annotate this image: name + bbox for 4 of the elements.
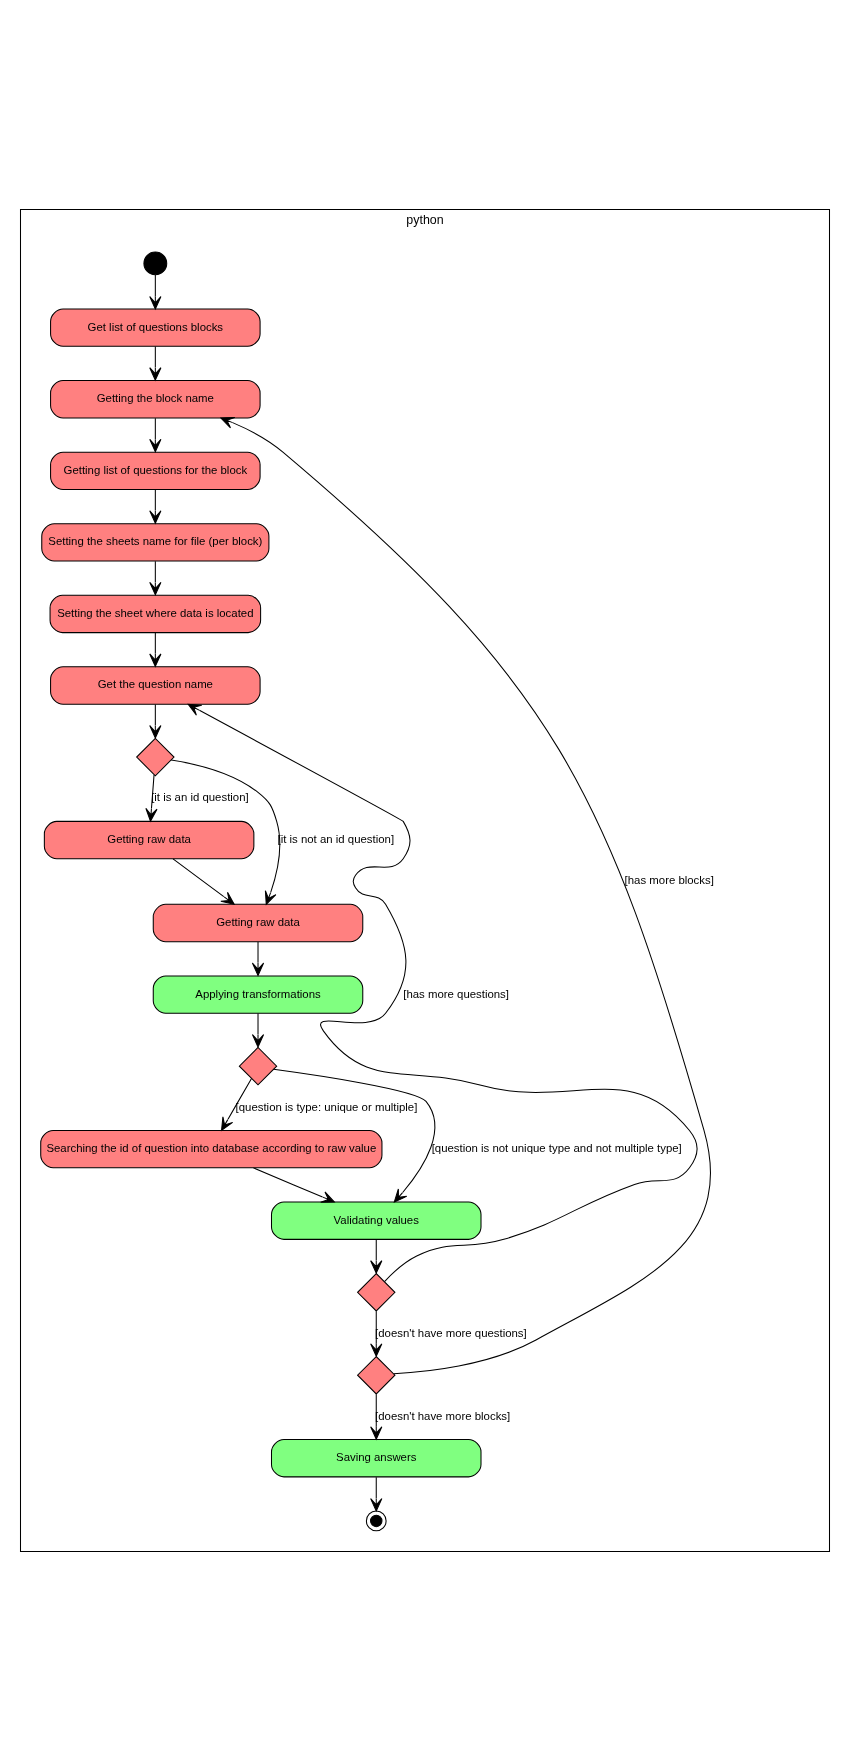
edge-label: [has more questions] [403,986,509,999]
edge-label: [has more blocks] [624,873,714,886]
edge-label: [question is not unique type and not multiple type] [431,1141,682,1154]
edge-label: [question is type: unique or multiple] [235,1100,418,1113]
